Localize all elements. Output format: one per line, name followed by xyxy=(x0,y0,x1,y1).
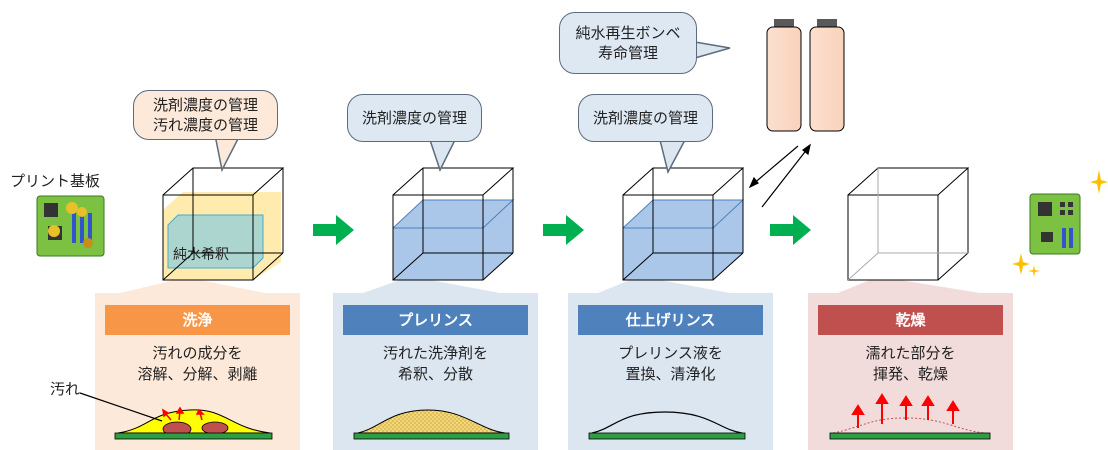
step-wash-panel: 洗浄 汚れの成分を 溶解、分解、剥離 xyxy=(95,293,300,450)
wash-illustration xyxy=(79,392,273,440)
cylinder-bubble: 純水再生ボンベ 寿命管理 xyxy=(559,12,697,74)
step-prerinse-title: プレリンス xyxy=(343,305,528,335)
finalrinse-illustration xyxy=(588,411,746,440)
step-prerinse-panel: プレリンス 汚れた洗浄剤を 希釈、分散 xyxy=(333,293,538,450)
process-arrows xyxy=(313,215,811,245)
dry-tank xyxy=(847,167,970,281)
prerinse-bubble: 洗剤濃度の管理 xyxy=(347,94,482,142)
step-dry-title: 乾燥 xyxy=(818,305,1003,335)
exchange-arrows xyxy=(748,143,811,208)
step-dry-panel: 乾燥 濡れた部分を 揮発、乾燥 xyxy=(808,293,1013,450)
step-dry-desc: 濡れた部分を 揮発、乾燥 xyxy=(865,344,956,383)
cylinders xyxy=(766,19,845,132)
dirt-pointer-line xyxy=(79,392,163,422)
dilute-label: 純水希釈 xyxy=(173,247,229,263)
finalrinse-bubble: 洗剤濃度の管理 xyxy=(578,94,713,142)
dry-illustration xyxy=(829,393,991,440)
dirt-label: 汚れ xyxy=(50,380,81,398)
arrow-2 xyxy=(543,215,584,245)
step-wash-title: 洗浄 xyxy=(105,305,290,335)
step-finalrinse-title: 仕上げリンス xyxy=(578,305,763,335)
step-finalrinse-desc: プレリンス液を 置換、清浄化 xyxy=(618,344,723,383)
step-prerinse-desc: 汚れた洗浄剤を 希釈、分散 xyxy=(382,344,488,383)
pcb-left-icon xyxy=(36,195,105,257)
step-wash-desc: 汚れの成分を 溶解、分解、剥離 xyxy=(137,344,258,383)
arrow-1 xyxy=(313,215,354,245)
prerinse-tank xyxy=(392,167,515,281)
bubble-tails xyxy=(214,41,731,175)
finalrinse-tank xyxy=(622,167,745,281)
pcb-right-icon xyxy=(1029,193,1081,255)
wash-bubble: 洗剤濃度の管理 汚れ濃度の管理 xyxy=(133,90,278,140)
wash-tank xyxy=(162,167,285,281)
board-label: プリント基板 xyxy=(10,172,101,190)
step-finalrinse-panel: 仕上げリンス プレリンス液を 置換、清浄化 xyxy=(568,293,773,450)
prerinse-illustration xyxy=(353,409,510,440)
sparkle-icons xyxy=(1012,170,1108,277)
arrow-3 xyxy=(770,215,811,245)
